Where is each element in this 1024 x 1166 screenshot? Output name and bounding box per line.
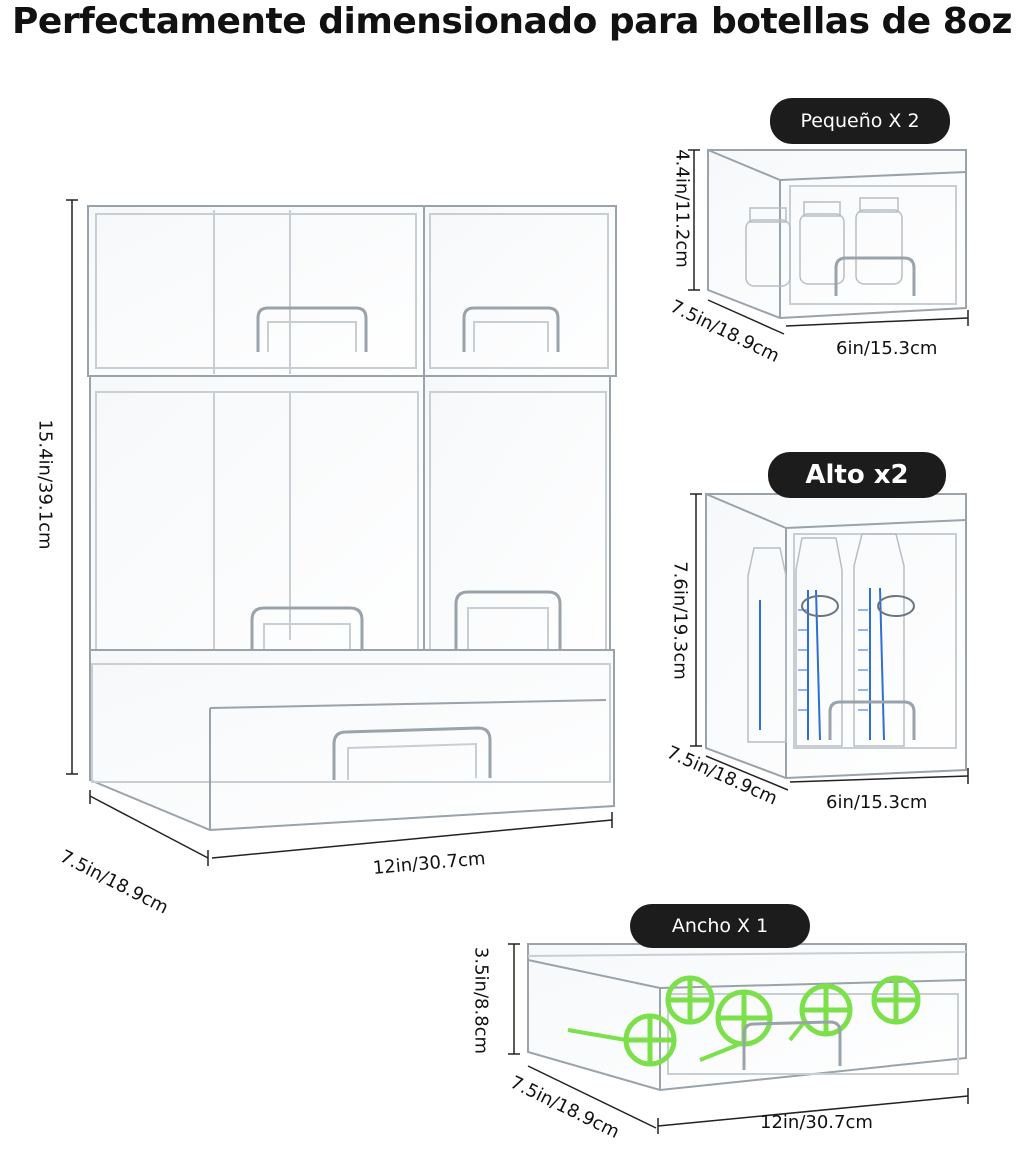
wide-box-dimension-lines [508, 943, 969, 1134]
main-small-drawer-right [423, 205, 617, 377]
small-width-label: 6in/15.3cm [836, 338, 938, 359]
small-height-label: 4.4in/11.2cm [671, 149, 693, 268]
small-box-badge: Pequeño X 2 [770, 98, 950, 144]
tall-height-label: 7.6in/19.3cm [669, 561, 691, 680]
main-tall-drawer-left [89, 375, 425, 687]
main-assembly-stack [87, 205, 617, 832]
main-wide-drawer [89, 649, 615, 832]
tall-box-badge: Alto x2 [768, 452, 946, 498]
main-dimension-lines [66, 199, 613, 866]
tall-width-label: 6in/15.3cm [826, 792, 928, 813]
main-height-label: 15.4in/39.1cm [34, 419, 56, 550]
main-small-drawer-left [87, 205, 425, 377]
wide-height-label: 3.5in/8.8cm [470, 946, 492, 1055]
tall-box-dimension-lines [690, 493, 969, 791]
wide-box-badge: Ancho X 1 [630, 904, 810, 948]
small-box-illustration [707, 149, 967, 320]
wide-width-label: 12in/30.7cm [760, 1112, 873, 1133]
small-box-dimension-lines [688, 149, 969, 335]
main-tall-drawer-right [423, 375, 611, 673]
tall-box-illustration [705, 493, 967, 780]
page-title: Perfectamente dimensionado para botellas… [12, 1, 1012, 42]
